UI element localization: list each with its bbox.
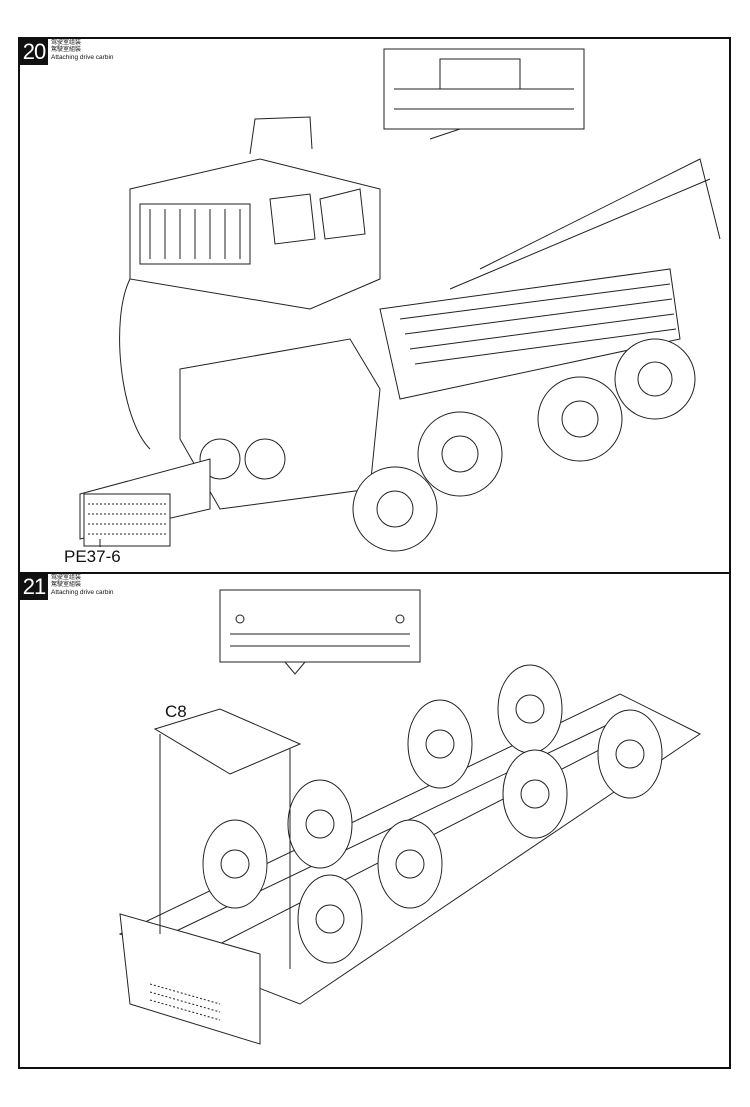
part-label-pe37-6: PE37-6 [64, 547, 121, 566]
chassis-assembly-illustration [118, 589, 701, 1045]
caption-simplified-chinese: 驾驶室组装 [51, 40, 82, 46]
caption-traditional-chinese: 駕駛室組裝 [51, 47, 82, 53]
truck-cab-assembly-illustration [79, 48, 721, 552]
caption-english: Attaching drive carbin [51, 589, 114, 596]
step-21-panel: 21 驾驶室组装 駕駛室組裝 Attaching drive carbin C8 [18, 572, 731, 1069]
step-20-panel: 20 驾驶室组装 駕駛室組裝 Attaching drive carbin PE… [18, 37, 731, 574]
caption-simplified-chinese: 驾驶室组装 [51, 575, 82, 581]
step-number: 20 [20, 39, 48, 65]
step-caption: 驾驶室组装 駕駛室組裝 Attaching drive carbin [51, 40, 114, 61]
step-number: 21 [20, 574, 48, 600]
part-label-c8: C8 [165, 702, 187, 721]
caption-english: Attaching drive carbin [51, 54, 114, 61]
step-caption: 驾驶室组装 駕駛室組裝 Attaching drive carbin [51, 575, 114, 596]
caption-traditional-chinese: 駕駛室組裝 [51, 582, 82, 588]
